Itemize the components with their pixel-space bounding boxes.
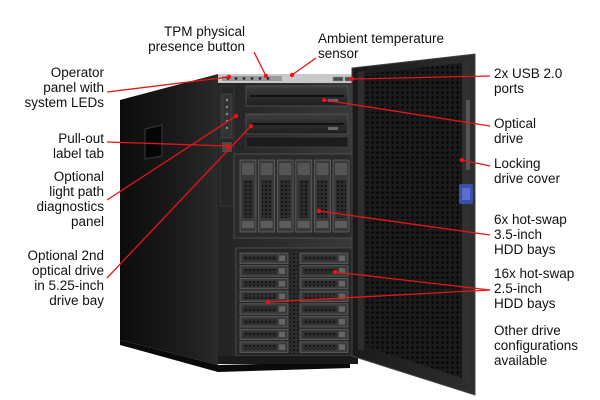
operator-panel [218,74,358,83]
hdd-25-bay [299,341,349,353]
hdd-25-bay [299,328,349,341]
callout-usb-ports: 2x USB 2.0 ports [494,66,563,96]
hdd-25-bay [239,278,289,290]
hdd-35-bay [239,159,257,233]
callout-hdd-25: 16x hot-swap 2.5-inch HDD bays [494,266,575,311]
hdd-25-bay [239,303,289,315]
hdd-35-bay [332,159,350,233]
hdd-25-bay [299,252,349,264]
hdd-25-bay [239,328,289,341]
leader-tpm-button [253,51,269,79]
leader-pull-out-tab [106,141,231,149]
leader-ambient-sensor [289,57,317,78]
leader-lines [106,51,491,305]
hdd-25-bay [239,341,289,353]
hdd-35-bay [276,159,294,233]
hdd-35-bay [258,159,275,233]
leader-operator-panel [106,74,232,93]
hdd-25-bay [239,290,289,302]
leader-optical-drive [321,97,491,127]
leader-locking-cover [459,157,491,167]
hdd-35-bay [295,159,313,233]
callout-other-configs: Other drive configurations available [494,323,579,368]
hdd-35-bays [239,159,350,233]
leader-hdd-25-a [332,269,491,291]
light-path-panel [221,93,233,139]
callout-tpm-button: TPM physical presence button [148,24,245,54]
hdd-25-bay [299,290,349,302]
leader-light-path [106,113,239,201]
callout-optical-drive: Optical drive [494,116,537,146]
hdd-25-bay [299,316,349,328]
callout-locking-cover: Locking drive cover [494,156,561,186]
callout-operator-panel: Operator panel with system LEDs [24,65,104,110]
chassis-side-panel [120,74,218,365]
hdd-35-bay [314,159,331,233]
callout-light-path: Optional light path diagnostics panel [36,169,104,229]
callout-optical-2nd: Optional 2nd optical drive in 5.25-inch … [27,248,104,308]
callout-hdd-35: 6x hot-swap 3.5-inch HDD bays [494,212,567,257]
hdd-25-bay [239,265,289,277]
leader-optical-2nd [106,123,254,279]
hdd-25-bay [239,316,289,328]
hdd-25-bay [239,252,289,264]
side-handle-recess [144,124,163,160]
hdd-25-bay [299,278,349,290]
hdd-25-bay [299,303,349,315]
leader-hdd-35 [316,208,491,236]
leader-hdd-25-b [265,289,491,305]
callout-ambient-sensor: Ambient temperature sensor [318,31,445,61]
door-mesh [364,63,462,378]
hdd-25-bay [299,265,349,277]
leader-usb-ports [349,75,491,82]
hdd-25-bays [239,252,349,353]
callout-pull-out-tab: Pull-out label tab [52,131,104,161]
usb-port-1 [332,76,344,82]
